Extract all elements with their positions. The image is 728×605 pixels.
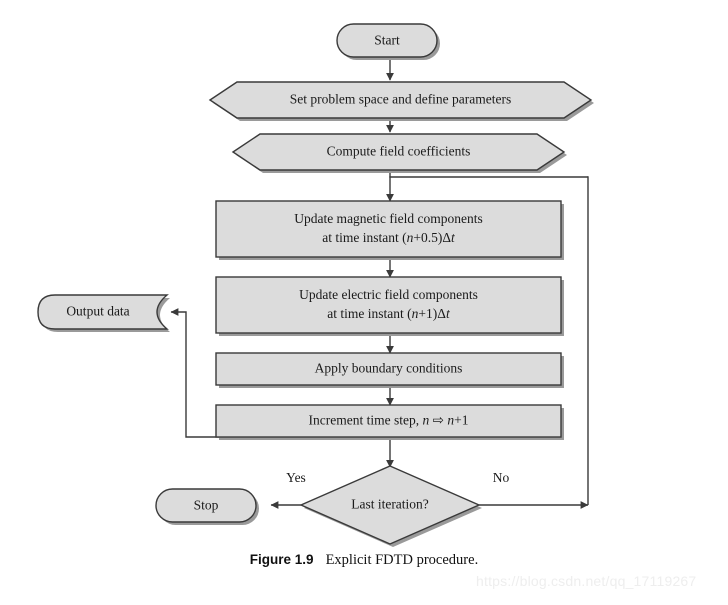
- node-set-problem-space[interactable]: Set problem space and define parameters: [208, 81, 594, 121]
- node-update-magnetic-field-line2: at time instant (n+0.5)Δt: [322, 230, 456, 245]
- node-increment-time-step-label: Increment time step, n ⇨ n+1: [309, 413, 469, 428]
- node-update-magnetic-field[interactable]: Update magnetic field components at time…: [215, 200, 564, 260]
- node-apply-boundary-conditions[interactable]: Apply boundary conditions: [215, 352, 564, 388]
- node-compute-coefficients-label: Compute field coefficients: [327, 144, 471, 159]
- node-set-problem-space-label: Set problem space and define parameters: [290, 92, 512, 107]
- node-start[interactable]: Start: [336, 23, 440, 60]
- node-last-iteration-decision[interactable]: Last iteration?: [299, 465, 482, 547]
- node-output-data[interactable]: Output data: [37, 294, 170, 332]
- watermark-url: https://blog.csdn.net/qq_17119267: [476, 573, 697, 589]
- node-update-magnetic-field-line1: Update magnetic field components: [294, 211, 483, 226]
- node-update-electric-field-line2: at time instant (n+1)Δt: [327, 306, 451, 321]
- figure-caption-text: Explicit FDTD procedure.: [325, 552, 479, 568]
- node-update-electric-field[interactable]: Update electric field components at time…: [215, 276, 564, 336]
- figure-caption: Figure 1.9 Explicit FDTD procedure.: [0, 551, 728, 569]
- node-last-iteration-decision-label: Last iteration?: [351, 497, 429, 512]
- edge-label-yes: Yes: [286, 470, 306, 485]
- node-apply-boundary-conditions-label: Apply boundary conditions: [315, 361, 463, 376]
- edge-label-no: No: [493, 470, 510, 485]
- figure-caption-label: Figure 1.9: [249, 552, 314, 567]
- node-compute-coefficients[interactable]: Compute field coefficients: [231, 133, 567, 173]
- node-stop[interactable]: Stop: [155, 488, 259, 525]
- node-output-data-label: Output data: [66, 304, 129, 319]
- node-stop-label: Stop: [194, 498, 219, 513]
- node-update-electric-field-line1: Update electric field components: [299, 287, 478, 302]
- node-start-label: Start: [374, 33, 400, 48]
- node-increment-time-step[interactable]: Increment time step, n ⇨ n+1: [215, 404, 564, 440]
